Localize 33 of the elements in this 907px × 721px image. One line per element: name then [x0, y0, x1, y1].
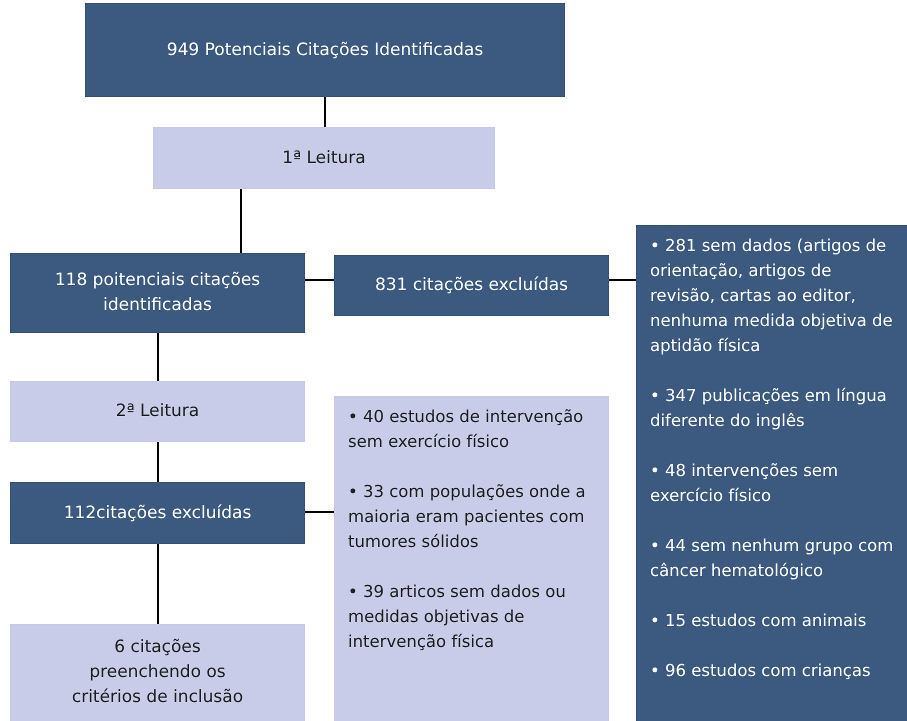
- list-item: • 281 sem dados (artigos de orientação, artigos de revisão, cartas ao editor, nenhuma medida objetiva de aptidão física: [650, 235, 894, 357]
- connector-line: [609, 279, 636, 281]
- process-box: [153, 127, 495, 189]
- connector-line: [240, 189, 242, 253]
- connector-line: [157, 333, 159, 381]
- connector-line: [324, 97, 326, 127]
- connector-line: [157, 544, 159, 624]
- exclusion-list-box: [636, 225, 907, 721]
- process-box: [10, 381, 305, 442]
- list-item: • 48 intervenções sem exercício físico: [650, 460, 840, 507]
- list-item: • 15 estudos com animais: [650, 610, 866, 632]
- box-label: 831 citações excluídas: [374, 274, 568, 297]
- connector-line: [305, 511, 334, 513]
- list-item: • 347 publicações em língua diferente do inglês: [650, 385, 888, 432]
- box-label: 112citações excluídas: [64, 502, 252, 524]
- process-box: [10, 482, 305, 544]
- list-item: • 33 com populações onde a maioria eram pacientes com tumores sólidos: [348, 481, 587, 553]
- process-box: [85, 3, 565, 97]
- process-box: [10, 253, 305, 333]
- box-label: 2ª Leitura: [116, 400, 200, 423]
- list-item: • 39 articos sem dados ou medidas objetivas de intervenção física: [348, 581, 567, 653]
- box-label: 949 Potenciais Citações Identificadas: [166, 38, 484, 62]
- list-item: • 40 estudos de intervenção sem exercício físico: [348, 406, 584, 453]
- box-label: 1ª Leitura: [282, 146, 366, 170]
- process-box: [10, 624, 305, 721]
- exclusion-list-box: [334, 396, 609, 721]
- connector-line: [305, 279, 334, 281]
- box-label: 6 citações preenchendo os critérios de inclusão: [70, 636, 244, 709]
- list-item: • 96 estudos com crianças: [650, 660, 871, 682]
- list-item: • 44 sem nenhum grupo com câncer hematológico: [650, 535, 894, 582]
- process-box: [334, 255, 609, 316]
- box-label: 118 poitenciais citações identificadas: [54, 269, 262, 317]
- connector-line: [157, 442, 159, 482]
